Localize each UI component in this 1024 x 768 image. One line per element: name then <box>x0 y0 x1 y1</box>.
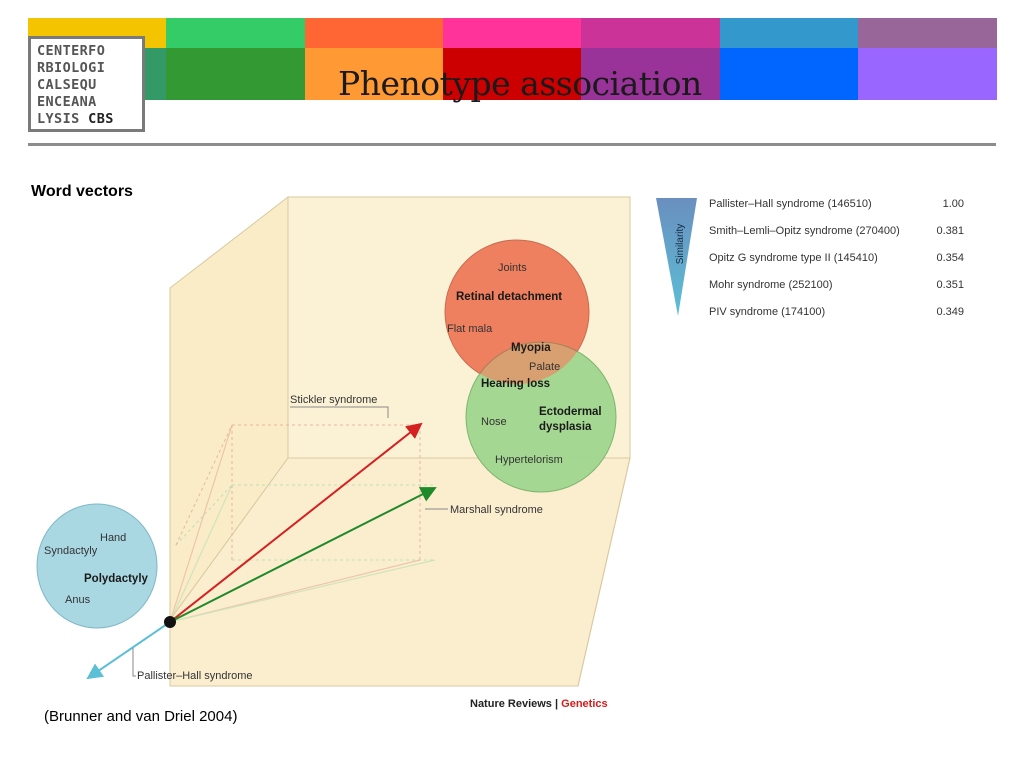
cluster-circle-left <box>36 503 158 629</box>
faint-vector <box>169 484 233 623</box>
label-flat-mala: Flat mala <box>447 323 493 335</box>
vector-origin <box>164 616 176 628</box>
label-retinal-detachment: Retinal detachment <box>456 291 562 303</box>
figure-credit: Nature Reviews | Genetics <box>470 698 608 710</box>
color-block <box>166 18 306 48</box>
similarity-table: Pallister–Hall syndrome (146510) 1.00 Sm… <box>709 198 964 318</box>
faint-vector <box>169 424 233 623</box>
table-row-name: Pallister–Hall syndrome (146510) <box>709 198 872 210</box>
label-hypertelorism: Hypertelorism <box>495 454 563 466</box>
label-hand: Hand <box>100 532 126 544</box>
projection-line <box>175 484 233 546</box>
logo-text: CENTERFO RBIOLOGI CALSEQU ENCEANA LYSIS … <box>37 43 114 127</box>
label-nose: Nose <box>481 416 507 428</box>
leader-stickler <box>290 406 389 418</box>
table-row-score: 1.00 <box>943 198 964 210</box>
label-marshall-syndrome: Marshall syndrome <box>450 504 543 516</box>
label-ectodermal: Ectodermal <box>539 406 602 418</box>
color-block <box>304 48 444 100</box>
label-polydactyly: Polydactyly <box>84 573 149 585</box>
label-anus: Anus <box>65 594 91 606</box>
color-block <box>581 48 720 100</box>
label-pallister-hall-syndrome: Pallister–Hall syndrome <box>137 670 253 682</box>
label-syndactyly: Syndactyly <box>44 545 98 557</box>
color-block <box>166 48 306 100</box>
color-block <box>857 18 997 48</box>
table-row-score: 0.349 <box>936 306 964 318</box>
faint-vectors <box>169 424 436 623</box>
faint-vector <box>169 559 436 623</box>
color-block <box>442 48 582 100</box>
table-row-name: PIV syndrome (174100) <box>709 306 825 318</box>
similarity-label: Similarity <box>675 224 686 265</box>
projection-line <box>175 424 233 546</box>
citation: (Brunner and van Driel 2004) <box>44 708 238 725</box>
table-row-score: 0.351 <box>936 279 964 291</box>
color-block <box>719 48 859 100</box>
table-row-score: 0.354 <box>936 252 964 264</box>
color-block <box>581 18 720 48</box>
cbs-logo: CENTERFO RBIOLOGI CALSEQU ENCEANA LYSIS … <box>28 36 145 132</box>
table-row-name: Smith–Lemli–Opitz syndrome (270400) <box>709 225 900 237</box>
title-divider <box>28 143 996 146</box>
color-block <box>304 18 444 48</box>
vector-marshall <box>169 487 437 623</box>
vector-pallister <box>86 621 171 680</box>
label-myopia: Myopia <box>511 342 551 354</box>
color-block <box>857 48 997 100</box>
label-joints: Joints <box>498 262 527 274</box>
vector-stickler <box>169 422 423 623</box>
table-row-score: 0.381 <box>936 225 964 237</box>
table-row-name: Opitz G syndrome type II (145410) <box>709 252 878 264</box>
slide-subtitle: Word vectors <box>31 183 133 200</box>
slide-title: Phenotype association <box>338 64 702 103</box>
table-row-name: Mohr syndrome (252100) <box>709 279 833 291</box>
label-palate: Palate <box>529 361 560 373</box>
color-block <box>442 18 582 48</box>
label-dysplasia: dysplasia <box>539 421 592 433</box>
label-stickler-syndrome: Stickler syndrome <box>290 394 377 406</box>
box-edge <box>577 457 631 687</box>
leader-pallister <box>132 648 136 677</box>
similarity-wedge <box>656 198 697 316</box>
color-block <box>719 18 859 48</box>
label-hearing-loss: Hearing loss <box>481 378 550 390</box>
